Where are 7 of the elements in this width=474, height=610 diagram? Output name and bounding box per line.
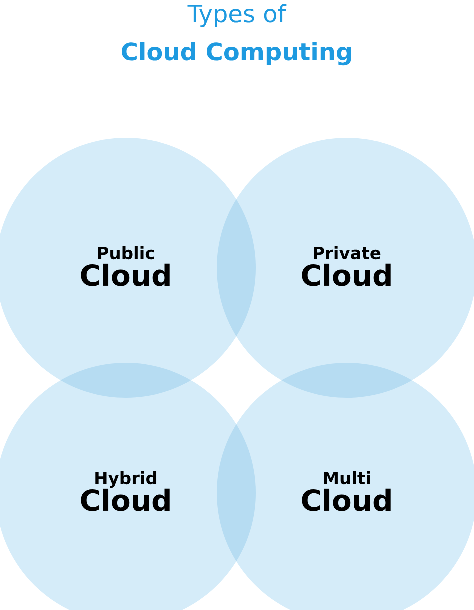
title: Types of Cloud Computing bbox=[122, 4, 352, 66]
node-label: Hybrid bbox=[96, 471, 157, 488]
node-label: Private bbox=[314, 246, 381, 260]
node-label: Cloud bbox=[302, 264, 391, 286]
node-label: Cloud bbox=[81, 488, 170, 512]
node-label: Multi bbox=[324, 471, 370, 485]
node-label: Cloud bbox=[302, 488, 391, 512]
